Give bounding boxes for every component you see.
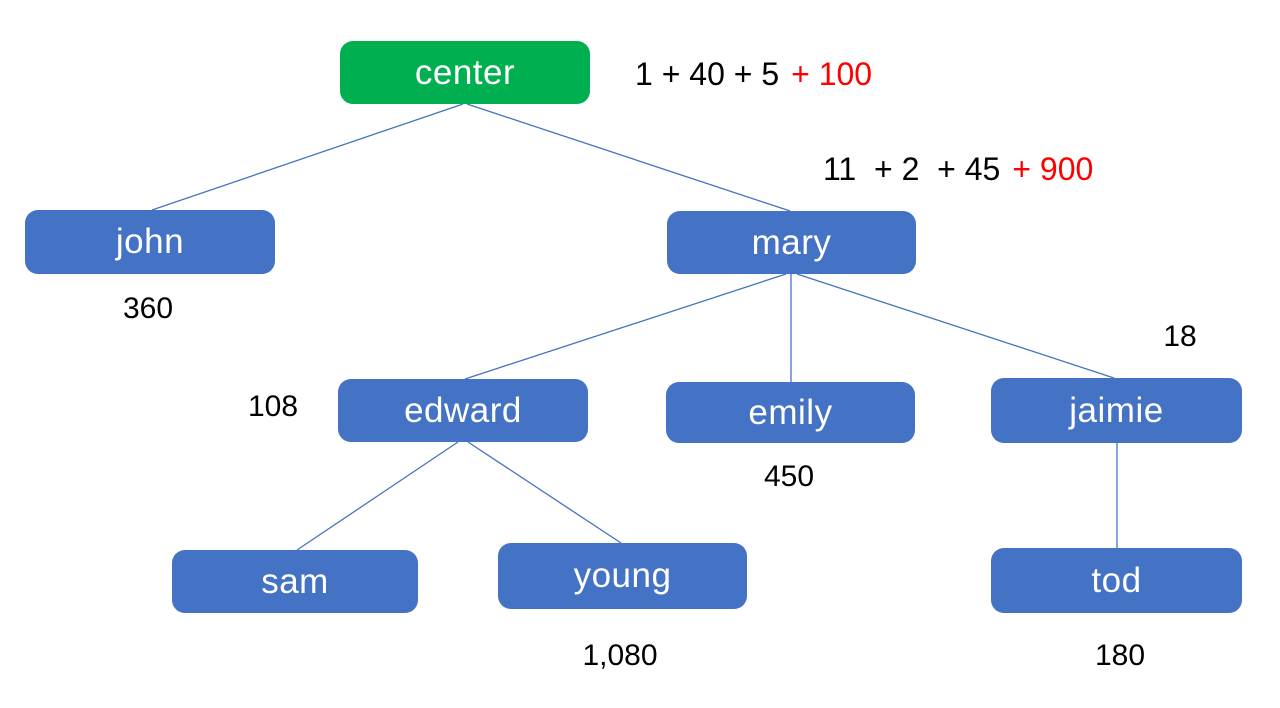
- tree-node-mary: mary: [667, 211, 916, 274]
- tree-node-young-label: young: [573, 556, 672, 595]
- connector-center-mary: [466, 103, 791, 212]
- tree-node-sam: sam: [172, 550, 418, 613]
- tree-node-young: young: [498, 543, 747, 609]
- value-label-emily: 450: [763, 460, 815, 493]
- tree-node-jaimie-label: jaimie: [1069, 390, 1164, 430]
- tree-node-tod: tod: [991, 548, 1242, 613]
- tree-node-emily-label: emily: [748, 392, 833, 432]
- tree-node-tod-label: tod: [1091, 560, 1142, 600]
- sum-annotation-mary-extra: + 900: [1012, 151, 1094, 187]
- tree-node-center-label: center: [414, 52, 516, 92]
- connector-mary-edward: [464, 273, 787, 380]
- tree-node-edward-label: edward: [404, 390, 522, 430]
- connector-edward-young: [467, 441, 622, 544]
- value-label-jaimie: 18: [1163, 320, 1197, 353]
- tree-node-center: center: [340, 41, 590, 104]
- connector-center-john: [151, 103, 464, 211]
- connector-edward-sam: [296, 441, 459, 551]
- value-label-tod: 180: [1094, 639, 1146, 672]
- sum-annotation-center-extra: + 100: [791, 56, 873, 92]
- sum-annotation-mary-base: 11 + 2 + 45: [823, 151, 1001, 187]
- tree-node-jaimie: jaimie: [991, 378, 1242, 443]
- value-label-edward: 108: [247, 390, 299, 423]
- tree-node-sam-label: sam: [261, 561, 329, 601]
- tree-node-john: john: [25, 210, 275, 274]
- tree-node-emily: emily: [666, 382, 915, 443]
- tree-node-edward: edward: [338, 379, 588, 442]
- tree-node-john-label: john: [115, 222, 185, 261]
- sum-annotation-mary: 11 + 2 + 45 + 900: [823, 151, 1093, 188]
- sum-annotation-center-base: 1 + 40 + 5: [635, 56, 780, 92]
- sum-annotation-center: 1 + 40 + 5 + 100: [635, 56, 872, 93]
- value-label-young: 1,080: [582, 639, 658, 672]
- tree-node-mary-label: mary: [751, 222, 832, 262]
- value-label-john: 360: [122, 292, 174, 325]
- connector-mary-jaimie: [796, 273, 1115, 379]
